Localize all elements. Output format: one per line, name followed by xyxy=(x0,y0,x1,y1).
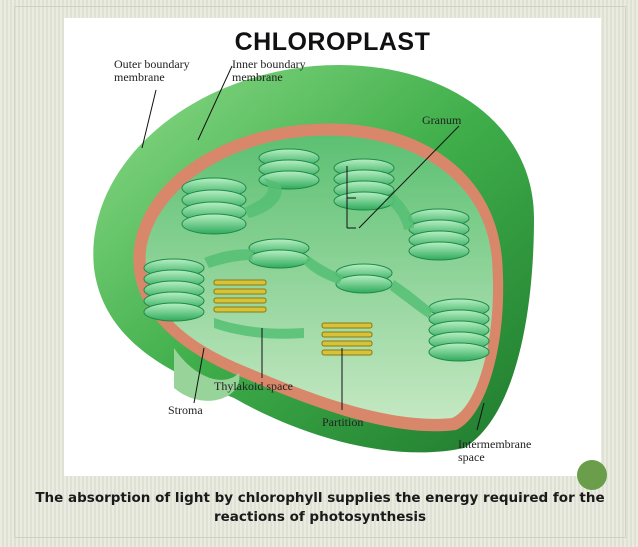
slide-border xyxy=(14,6,626,538)
label-intermembrane-space: Intermembrane space xyxy=(458,437,532,464)
decorative-circle xyxy=(577,460,607,490)
granum-stack xyxy=(248,238,310,269)
stroma-lamellae xyxy=(204,178,434,339)
label-inner-boundary-membrane: Inner boundary membrane xyxy=(232,57,306,84)
caption: The absorption of light by chlorophyll s… xyxy=(35,490,605,525)
granum-stack xyxy=(143,258,205,322)
partition-stacks xyxy=(213,279,373,356)
granum-stack xyxy=(335,263,393,294)
label-stroma: Stroma xyxy=(168,403,203,417)
label-granum: Granum xyxy=(422,113,462,127)
label-partition: Partition xyxy=(322,415,364,429)
granum-stack xyxy=(181,177,247,235)
granum-stack xyxy=(428,298,490,362)
granum-stack xyxy=(333,158,395,211)
granum-stack xyxy=(408,208,470,261)
granum-stacks xyxy=(143,148,490,362)
label-outer-boundary-membrane: Outer boundary membrane xyxy=(114,57,190,84)
label-thylakoid-space: Thylakoid space xyxy=(214,379,293,393)
diagram-title: CHLOROPLAST xyxy=(234,28,431,56)
diagram-panel: CHLOROPLAST Outer boundary membrane Inne… xyxy=(64,18,601,476)
leader-lines xyxy=(141,65,485,431)
chloroplast-diagram xyxy=(93,64,534,453)
